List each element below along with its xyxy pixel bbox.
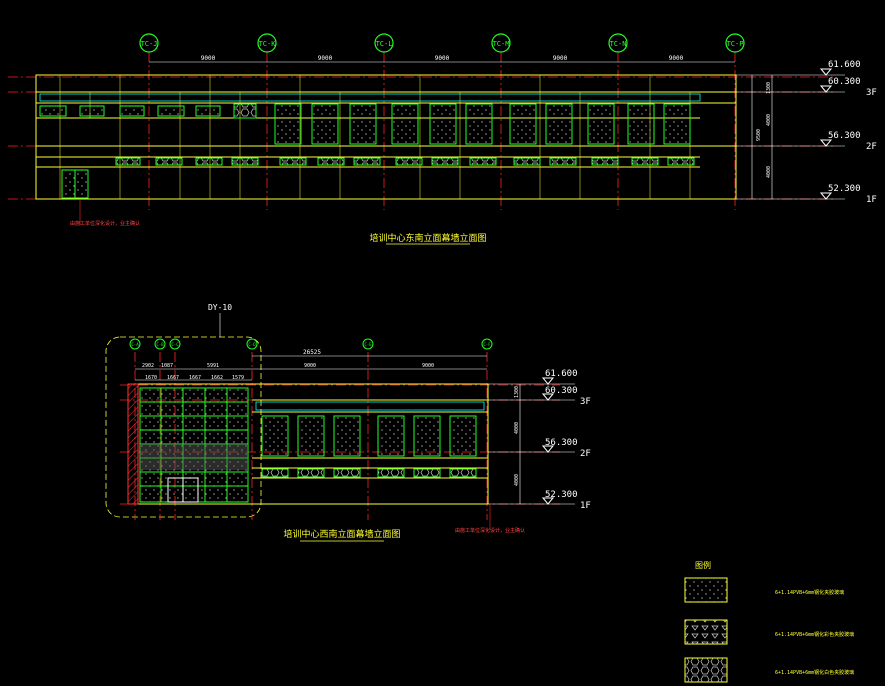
axis-label: C-A [131,342,139,347]
panel-row-3 [261,415,477,457]
glass-band-1 [39,93,701,102]
legend-label: 6+1.14PVB+6mm钢化白色夹胶玻璃 [775,669,854,676]
axis-bubble-1: TC-M [491,33,511,53]
vertical-dim: 4000 [766,166,772,178]
level-marks-2: 61.600 60.300 56.300 52.300 3F 2F 1F [488,369,591,511]
level-elev: 52.300 [545,490,578,500]
axis-bubble-1: TC-J [139,33,159,53]
bay-dim: 9000 [435,55,450,62]
legend-swatch-hexagons [684,657,728,683]
level-elev: 60.300 [828,77,861,87]
legend-item: 6+1.14PVB+6mm钢化夹胶玻璃 [684,577,844,603]
bay-dim: 9000 [422,363,434,369]
elevation-1: TC-J TC-K TC-L TC-M TC-N TC-P 9000 9000 … [8,33,877,245]
axis-bubble-1: TC-N [608,33,628,53]
legend-item: 6+1.14PVB+6mm钢化白色夹胶玻璃 [684,657,854,683]
axis-bubble-1: TC-K [257,33,277,53]
drawing-title: 培训中心西南立面幕墙立面图 [283,528,400,540]
axis-bubble-1: TC-P [725,33,745,53]
legend-label: 6+1.14PVB+6mm钢化夹胶玻璃 [775,589,844,596]
legend-title: 图例 [695,560,711,570]
level-tag: 2F [866,142,877,152]
dim-lines-2 [135,355,487,381]
bay-dim: 9000 [304,363,316,369]
axis-bubble-2: C-F [481,338,493,350]
drawing-title: 培训中心东南立面幕墙立面图 [369,232,486,244]
axis-label: TC-P [727,40,744,48]
bay-dim: 9000 [669,55,684,62]
axis-label: C-D [248,342,256,347]
callout-label: DY-10 [208,303,232,312]
vertical-dim: 9500 [756,129,762,141]
vertical-dim: 4000 [514,422,520,434]
level-elev: 61.600 [545,369,578,379]
bay-dim: 5991 [207,363,219,369]
level-elev: 56.300 [545,438,578,448]
legend: 图例 6+1.14PVB+6mm钢化夹胶玻璃 6+1.14PVB+6mm钢化彩色… [684,560,854,683]
axis-bubble-2: C-D [246,338,258,350]
level-tag: 1F [580,501,591,511]
level-marks-1: 61.600 60.300 56.300 52.300 3F 2F 1F [736,60,877,205]
vertical-dim: 4000 [766,114,772,126]
axis-label: TC-L [376,40,393,48]
note-text: 由施工单位深化设计，业主确认 [455,527,525,534]
bay-dim: 2902 [142,363,154,369]
panel-row-2 [115,157,695,166]
level-elev: 56.300 [828,131,861,141]
sub-dim: 1662 [211,375,223,381]
axis-bubble-2: C-B [154,338,166,350]
level-tag: 3F [580,397,591,407]
legend-swatch-triangles [684,619,728,645]
panel-row-4 [261,468,477,478]
bay-dim: 9000 [318,55,333,62]
vertical-dim: 1300 [766,82,772,94]
axis-label: C-F [483,342,491,347]
legend-label: 6+1.14PVB+6mm钢化彩色夹胶玻璃 [775,631,854,638]
vertical-dim: 1300 [514,386,520,398]
level-elev: 61.600 [828,60,861,70]
axis-lines-1 [8,52,835,210]
sub-dim: 1667 [167,375,179,381]
sub-dim: 1670 [145,375,157,381]
sub-dim: 1667 [189,375,201,381]
axis-label: TC-N [610,40,627,48]
vertical-dim-1 [751,75,773,199]
glass-band-2 [255,401,485,411]
callout-boundary [105,336,262,518]
bay-dim: 1087 [161,363,173,369]
axis-label: TC-M [493,40,510,48]
level-elev: 52.300 [828,184,861,194]
bay-dim: 9000 [201,55,216,62]
note-text: 由施工单位深化设计，业主确认 [70,220,140,227]
axis-label: C-B [156,342,164,347]
axis-bubble-2: C-E [362,338,374,350]
axis-label: C-E [364,342,372,347]
level-tag: 2F [580,449,591,459]
overall-dim: 26525 [303,349,321,356]
axis-label: TC-J [141,40,158,48]
hatched-wall [127,383,139,505]
bay-dim: 9000 [553,55,568,62]
level-elev: 60.300 [545,386,578,396]
legend-swatch-dots [684,577,728,603]
panel-row-1 [39,103,691,145]
level-tag: 3F [866,88,877,98]
axis-bubble-2: C-A [129,338,141,350]
vertical-dim: 4000 [514,474,520,486]
axis-bubble-1: TC-L [374,33,394,53]
axis-label: TC-K [259,40,277,48]
axis-bubble-2: C-C [169,338,181,350]
level-tag: 1F [866,195,877,205]
axis-label: C-C [171,342,179,347]
elevation-2: DY-10 C-A C-B C-C C-D C-E C-F 26525 [105,303,591,542]
sub-dim: 1579 [232,375,244,381]
legend-item: 6+1.14PVB+6mm钢化彩色夹胶玻璃 [684,619,854,645]
